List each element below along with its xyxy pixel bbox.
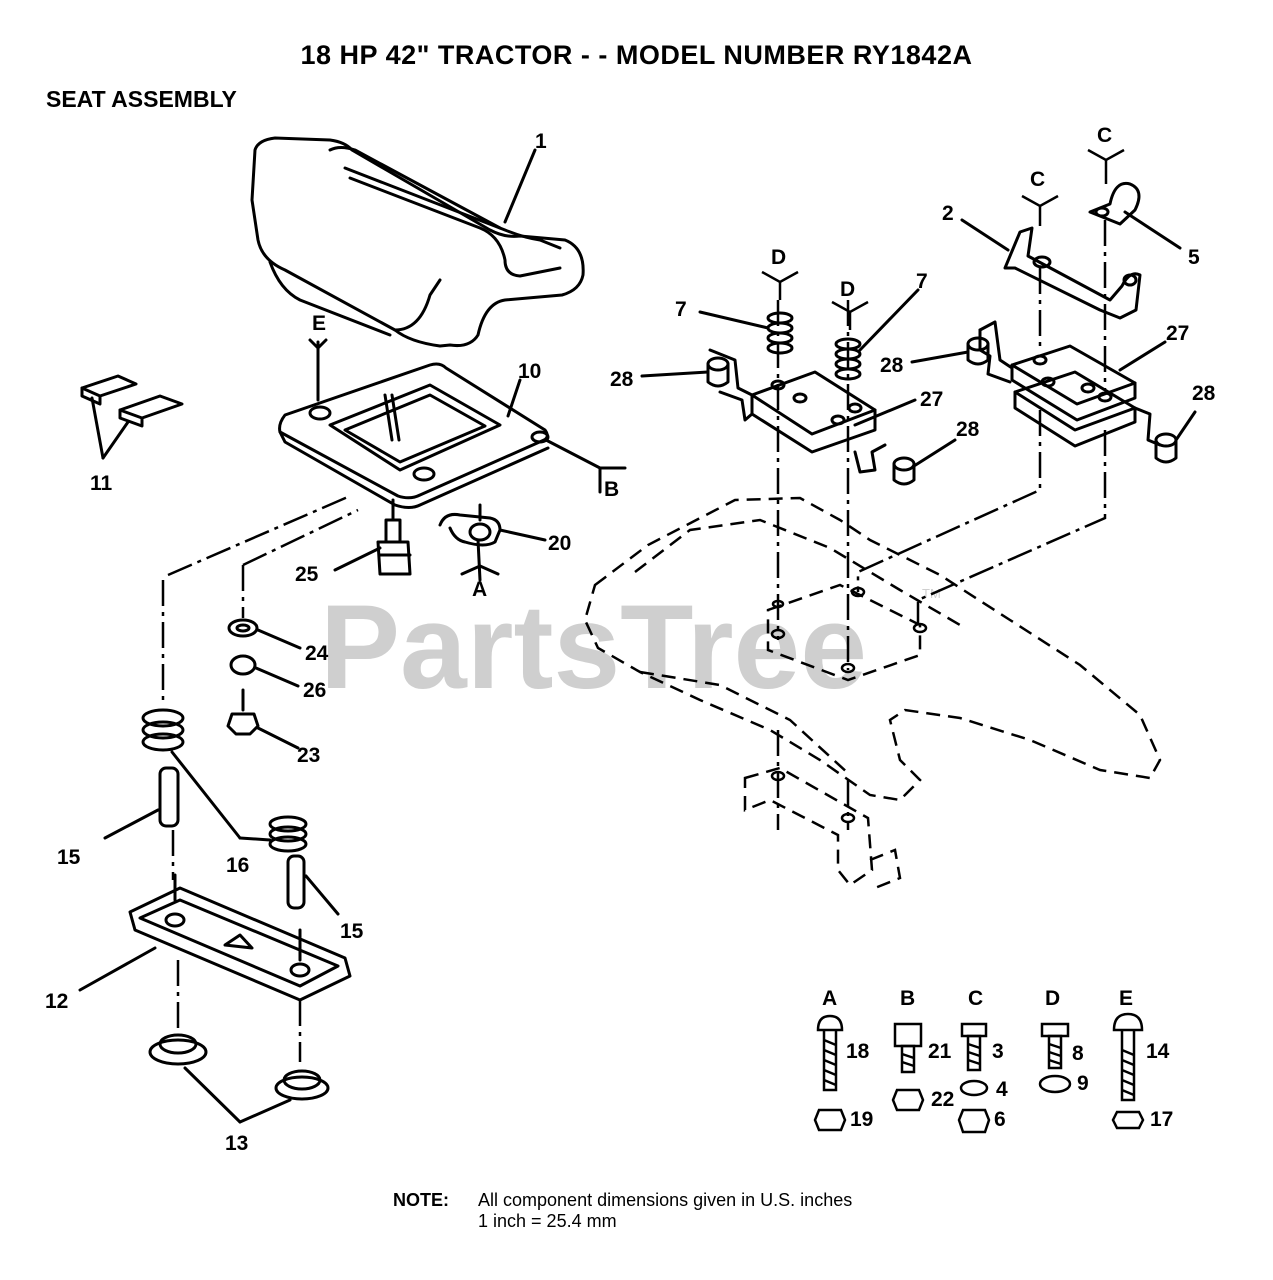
spacer-15-left: [103, 766, 180, 840]
ref-e-seat: E: [312, 312, 326, 335]
locknut-22-icon: [891, 1088, 925, 1112]
callout-20: 20: [548, 532, 571, 555]
callout-24: 24: [305, 642, 329, 665]
page-title: 18 HP 42" TRACTOR - - MODEL NUMBER RY184…: [300, 40, 973, 70]
callout-27-right: 27: [1166, 322, 1189, 345]
ref-a-clip: A: [472, 578, 487, 601]
legend-part-17: 17: [1150, 1108, 1173, 1131]
callout-2: 2: [942, 202, 954, 225]
legend-part-3: 3: [992, 1040, 1004, 1063]
bumper-28-3: [892, 438, 957, 486]
legend-part-4: 4: [996, 1078, 1008, 1101]
rail-right: [978, 320, 1162, 447]
callout-27-left: 27: [920, 388, 943, 411]
clip-20: [438, 503, 547, 582]
legend-part-14: 14: [1146, 1040, 1170, 1063]
callout-7-right: 7: [916, 270, 928, 293]
section-title: SEAT ASSEMBLY: [46, 86, 237, 112]
seat-cushion: [250, 136, 585, 348]
tractor-body-outline: [583, 496, 1162, 892]
spring-16-right: [238, 815, 308, 853]
note-line-1: All component dimensions given in U.S. i…: [478, 1190, 853, 1210]
ref-d-left: D: [771, 246, 786, 269]
callout-28-2: 28: [880, 354, 904, 377]
carriage-bolt-18-icon: [816, 1014, 844, 1032]
callout-13: 13: [225, 1132, 248, 1155]
callout-7-left: 7: [675, 298, 687, 321]
callout-16: 16: [226, 854, 249, 877]
legend-part-21: 21: [928, 1040, 952, 1063]
callout-28-3: 28: [956, 418, 980, 441]
seat-pan: [278, 338, 627, 509]
ref-d-right: D: [840, 278, 855, 301]
bolt-23: [226, 688, 300, 750]
callout-23: 23: [297, 744, 320, 767]
nut-17-icon: [1111, 1110, 1145, 1130]
locknut-19-icon: [813, 1108, 847, 1132]
locknut-6-icon: [957, 1108, 991, 1134]
shoulder-bolt-21-icon: [893, 1022, 923, 1048]
bumper-28-2: [910, 336, 990, 366]
callout-5: 5: [1188, 246, 1200, 269]
callout-11: 11: [90, 472, 113, 495]
callout-12: 12: [45, 990, 68, 1013]
base-plate-12: [78, 873, 352, 1002]
legend-group-c: C: [968, 987, 983, 1010]
callout-15-right: 15: [340, 920, 364, 943]
legend-part-6: 6: [994, 1108, 1006, 1131]
spring-16-left: [141, 708, 242, 840]
callout-25: 25: [295, 563, 319, 586]
callout-28-1: 28: [610, 368, 634, 391]
ref-b-seat-pan: B: [604, 478, 619, 501]
note-label: NOTE:: [393, 1190, 449, 1210]
bolt-3-icon: [960, 1022, 988, 1038]
callout-10: 10: [518, 360, 541, 383]
spacer-15-right: [286, 854, 340, 916]
carriage-bolt-14-icon: [1112, 1012, 1144, 1032]
callout-28-4: 28: [1192, 382, 1216, 405]
washer-4-icon: [959, 1079, 989, 1097]
washer-24: [227, 618, 302, 650]
clamp-5: [1088, 181, 1182, 250]
legend-part-18: 18: [846, 1040, 870, 1063]
ref-c-clamp: C: [1097, 124, 1112, 147]
hardware-legend: A B C D E 18 19 21 22 3 4 6 8 9 14 17: [813, 987, 1173, 1134]
dimension-note: NOTE: All component dimensions given in …: [393, 1190, 852, 1232]
legend-part-9: 9: [1077, 1072, 1089, 1095]
bumper-28-1: [640, 356, 730, 388]
legend-part-22: 22: [931, 1088, 954, 1111]
callout-15-left: 15: [57, 846, 81, 869]
shoulder-bolt-25: [333, 498, 412, 576]
bumper-13-left: [148, 1033, 242, 1124]
rail-left: [708, 348, 887, 474]
legend-group-b: B: [900, 987, 915, 1010]
bumper-28-4: [1154, 410, 1197, 464]
legend-part-19: 19: [850, 1108, 873, 1131]
watermark: PartsTree: [320, 580, 867, 714]
legend-group-e: E: [1119, 987, 1133, 1010]
lockwasher-26: [229, 654, 300, 688]
bolt-8-icon: [1040, 1022, 1070, 1038]
callout-1: 1: [535, 130, 547, 153]
bumper-13-right: [238, 1069, 330, 1124]
legend-group-a: A: [822, 987, 837, 1010]
note-line-2: 1 inch = 25.4 mm: [478, 1211, 617, 1231]
clips: [80, 374, 184, 460]
washer-9-icon: [1038, 1074, 1072, 1094]
legend-group-d: D: [1045, 987, 1060, 1010]
ref-c-bracket: C: [1030, 168, 1045, 191]
block-27-right: [1010, 340, 1167, 448]
callout-26: 26: [303, 679, 326, 702]
legend-part-8: 8: [1072, 1042, 1084, 1065]
bracket-2: [960, 218, 1142, 320]
block-27-left: [750, 370, 917, 454]
spring-7-left: [698, 310, 794, 355]
